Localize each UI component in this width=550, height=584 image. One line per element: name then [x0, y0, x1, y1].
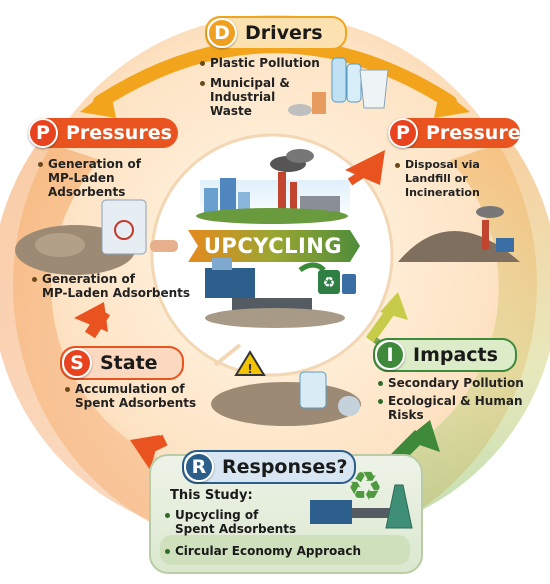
impacts-item-1: Secondary Pollution	[378, 376, 528, 390]
responses-badge-letter: R	[191, 456, 207, 478]
state-badge-letter: S	[70, 352, 84, 374]
state-badge: S	[62, 348, 92, 378]
drivers-item-waste: Municipal & Industrial Waste	[200, 76, 310, 118]
pressures-left-item-2: Generation of MP-Laden Adsorbents	[32, 272, 191, 300]
svg-text:!: !	[247, 362, 252, 376]
impacts-item-2: Ecological & Human Risks	[378, 394, 528, 422]
upcycling-banner: UPCYCLING	[203, 234, 343, 258]
responses-title: Responses?	[222, 456, 348, 478]
pressures-right-header: P Pressures	[388, 118, 532, 148]
pressures-left-header: P Pressures	[28, 118, 178, 148]
drivers-badge-letter: D	[214, 22, 230, 44]
responses-badge: R	[184, 452, 214, 482]
svg-text:♻: ♻	[323, 275, 336, 291]
responses-item-circular: Circular Economy Approach	[165, 544, 395, 558]
pressures-left-item-1: Generation of MP-Laden Adsorbents	[38, 157, 158, 199]
drivers-header: D Drivers	[205, 16, 347, 50]
responses-item-upcycling: Upcycling of Spent Adsorbents	[165, 508, 315, 536]
pressures-right-title: Pressures	[426, 122, 532, 144]
pressures-right-item-1: Disposal via Landfill or Incineration	[395, 158, 540, 200]
impacts-badge-letter: I	[386, 344, 394, 366]
state-header: S State	[60, 346, 184, 380]
pressures-left-title: Pressures	[66, 122, 172, 144]
responses-study-label: This Study:	[170, 488, 253, 503]
pressures-left-badge-letter: P	[36, 122, 50, 144]
pressures-right-badge: P	[388, 118, 418, 148]
state-item-1: Accumulation of Spent Adsorbents	[65, 382, 205, 410]
impacts-badge: I	[375, 340, 405, 370]
pressures-right-badge-letter: P	[396, 122, 410, 144]
drivers-badge: D	[207, 18, 237, 48]
drivers-title: Drivers	[245, 22, 323, 44]
state-title: State	[100, 352, 158, 374]
drivers-item-plastic: Plastic Pollution	[200, 56, 350, 70]
impacts-title: Impacts	[413, 344, 498, 366]
impacts-header: I Impacts	[373, 338, 517, 372]
pressures-left-badge: P	[28, 118, 58, 148]
responses-header: R Responses?	[182, 450, 356, 484]
